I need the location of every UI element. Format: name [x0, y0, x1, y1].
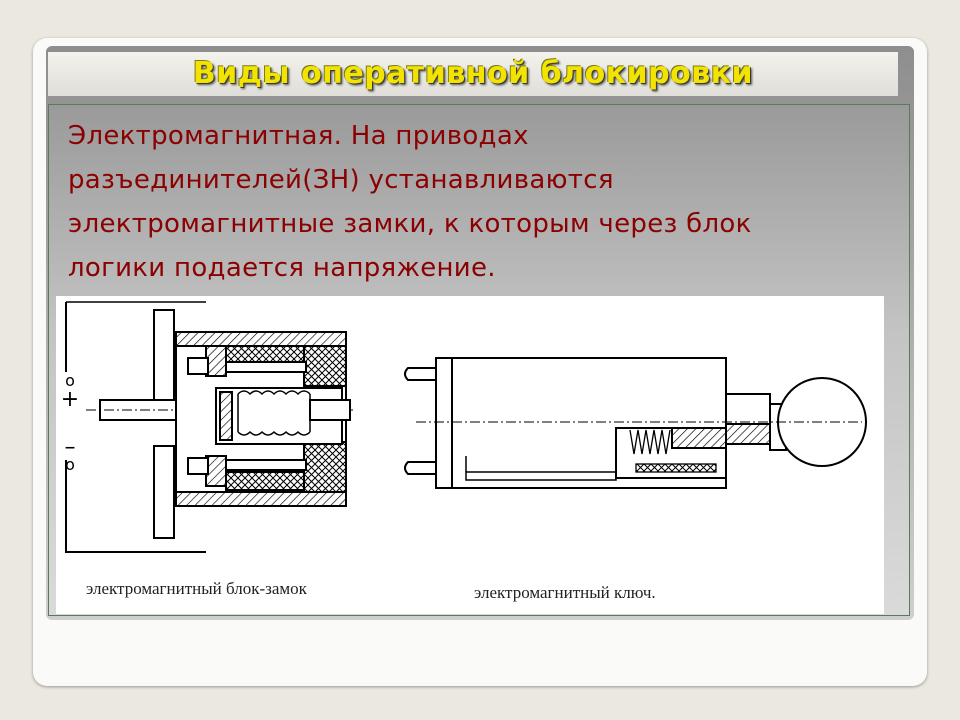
terminal-o-bottom: o [65, 455, 75, 474]
terminal-o-top: o [65, 371, 75, 390]
body-text: Электромагнитная. На приводах разъединит… [68, 114, 898, 290]
body-line: Электромагнитная. На приводах [68, 121, 529, 151]
key-drawing [404, 357, 867, 489]
body-line: логики подается напряжение. [68, 253, 496, 283]
title-band [48, 52, 898, 96]
caption-key: электромагнитный ключ. [474, 583, 656, 602]
slide-title: Виды оперативной блокировки [192, 56, 754, 91]
body-line: разъединителей(ЗН) устанавливаются [68, 165, 614, 195]
body-line: электромагнитные замки, к которым через … [68, 209, 752, 239]
drawing-svg: o + – o электромагнитный бл [61, 301, 867, 602]
caption-block-lock: электромагнитный блок-замок [86, 579, 308, 598]
terminal-minus: – [65, 435, 76, 460]
wire-bottom [65, 460, 206, 553]
block-lock-drawing [65, 301, 356, 553]
technical-drawing: o + – o электромагнитный бл [56, 296, 884, 614]
terminal-plus: + [61, 387, 79, 412]
